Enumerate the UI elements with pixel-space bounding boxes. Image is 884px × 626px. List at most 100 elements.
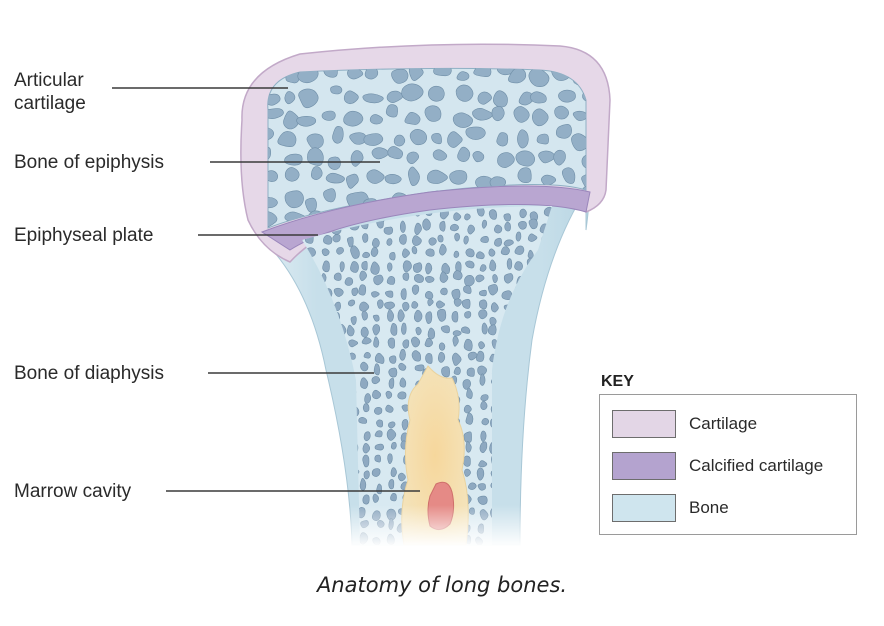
- trabecula: [517, 130, 528, 148]
- trabecula: [389, 479, 394, 489]
- trabecula: [482, 418, 489, 425]
- trabecula: [318, 493, 326, 501]
- trabecula: [377, 300, 383, 309]
- trabecula: [334, 471, 342, 482]
- trabecula: [480, 374, 485, 386]
- trabecula: [440, 221, 446, 231]
- trabecula: [467, 368, 474, 377]
- trabecula: [453, 271, 462, 280]
- trabecula: [322, 111, 335, 120]
- trabecula: [389, 356, 396, 364]
- trabecula: [428, 328, 435, 339]
- trabecula: [309, 523, 316, 530]
- key-label-cartilage: Cartilage: [689, 414, 757, 434]
- swatch-cartilage: [612, 410, 676, 438]
- label-marrow-cavity: Marrow cavity: [14, 480, 131, 503]
- trabecula: [295, 405, 301, 412]
- trabecula: [363, 252, 370, 257]
- trabecula: [375, 444, 384, 450]
- trabecula: [345, 278, 353, 286]
- trabecula: [543, 369, 551, 377]
- trabecula: [545, 342, 551, 353]
- trabecula: [324, 408, 332, 415]
- trabecula: [293, 498, 299, 506]
- trabecula: [416, 327, 421, 335]
- trabecula: [320, 522, 327, 530]
- trabecula: [328, 157, 341, 170]
- trabecula: [532, 341, 541, 347]
- trabecula: [296, 377, 304, 385]
- trabecula: [298, 535, 307, 545]
- trabecula: [374, 364, 380, 375]
- trabecula: [294, 473, 303, 479]
- key-item-calcified-cartilage: Calcified cartilage: [612, 451, 823, 481]
- trabecula: [387, 239, 392, 246]
- swatch-calcified-cartilage: [612, 452, 676, 480]
- trabecula: [323, 482, 332, 488]
- key-item-cartilage: Cartilage: [612, 409, 757, 439]
- label-articular-cartilage: Articular cartilage: [14, 69, 124, 115]
- trabecula: [401, 288, 406, 299]
- trabecula: [481, 236, 489, 242]
- trabecula: [309, 425, 318, 437]
- label-epiphyseal-plate: Epiphyseal plate: [14, 224, 153, 247]
- trabecula: [388, 454, 393, 464]
- trabecula: [464, 275, 474, 286]
- trabecula: [294, 507, 301, 516]
- trabecula: [320, 446, 328, 456]
- trabecula: [337, 498, 344, 505]
- trabecula: [544, 325, 550, 333]
- trabecula: [449, 170, 466, 184]
- trabecula: [455, 233, 460, 241]
- trabecula: [311, 468, 318, 475]
- trabecula: [386, 391, 392, 398]
- trabecula: [425, 291, 433, 299]
- trabecula: [531, 403, 540, 412]
- key-label-calcified-cartilage: Calcified cartilage: [689, 456, 823, 476]
- trabecula: [364, 471, 370, 479]
- trabecula: [413, 263, 422, 273]
- trabecula: [330, 86, 341, 94]
- trabecula: [412, 285, 419, 295]
- key-item-bone: Bone: [612, 493, 729, 523]
- trabecula: [309, 407, 318, 413]
- trabecula: [546, 289, 553, 298]
- trabecula: [540, 417, 549, 424]
- trabecula: [520, 209, 527, 218]
- trabecula: [400, 221, 405, 233]
- trabecula: [362, 234, 368, 243]
- trabecula: [391, 442, 396, 449]
- trabecula: [439, 343, 445, 351]
- trabecula: [324, 429, 331, 438]
- trabecula: [311, 482, 316, 490]
- trabecula: [541, 486, 549, 493]
- trabecula: [412, 301, 418, 308]
- trabecula: [391, 323, 397, 335]
- trabecula: [293, 430, 302, 438]
- trabecula: [306, 355, 314, 364]
- trabecula: [479, 290, 486, 296]
- trabecula: [543, 469, 551, 476]
- trabecula: [350, 261, 358, 272]
- trabecula: [376, 420, 382, 427]
- trabecula: [466, 249, 474, 257]
- trabecula: [516, 232, 521, 241]
- trabecula: [546, 403, 553, 415]
- trabecula: [558, 90, 575, 102]
- trabecula: [390, 493, 396, 501]
- key-label-bone: Bone: [689, 498, 729, 518]
- trabecula: [299, 388, 306, 401]
- trabecula: [454, 251, 459, 257]
- trabecula: [531, 492, 537, 504]
- trabecula: [294, 298, 301, 306]
- trabecula: [534, 414, 539, 426]
- shaft-fade: [330, 505, 550, 547]
- trabecula: [518, 168, 531, 183]
- trabecula: [542, 312, 550, 322]
- trabecula: [363, 495, 369, 504]
- trabecula: [294, 353, 303, 363]
- trabecula: [452, 311, 458, 322]
- trabecula: [313, 456, 318, 465]
- trabecula: [481, 394, 488, 400]
- trabecula: [533, 393, 540, 401]
